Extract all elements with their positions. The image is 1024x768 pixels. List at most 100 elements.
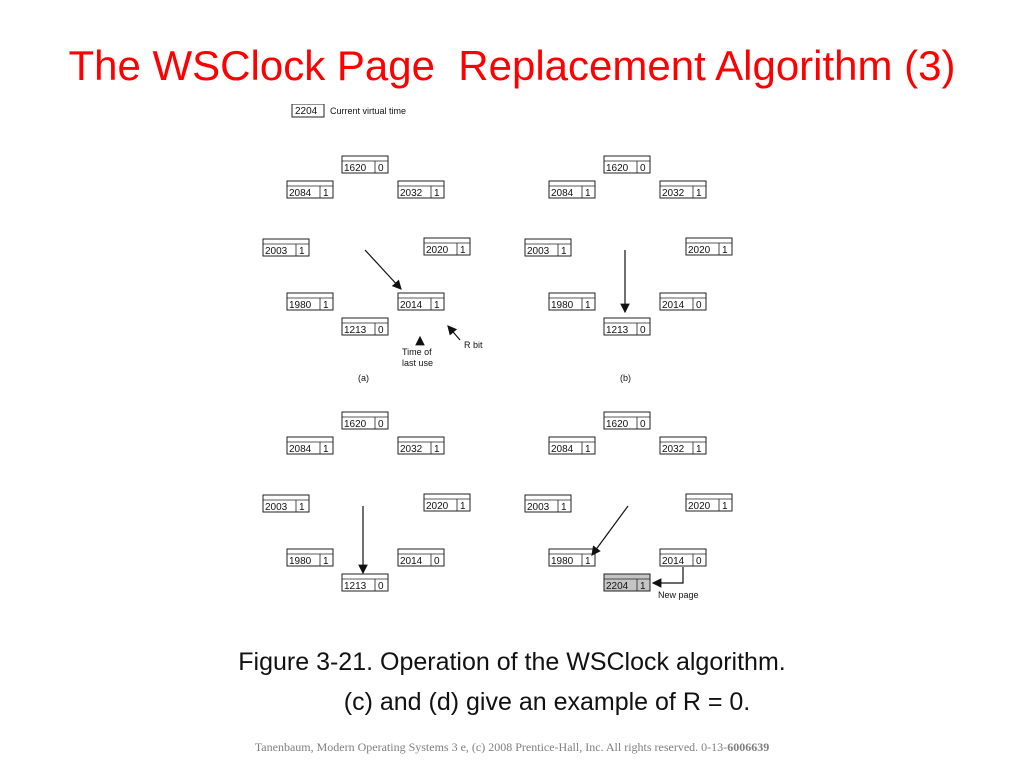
page-entry-5-rbit: 1 xyxy=(323,556,329,567)
page-entry-3-rbit: 0 xyxy=(434,556,440,567)
page-entry-2-rbit: 1 xyxy=(460,501,466,512)
page-entry-2-time: 2020 xyxy=(426,245,449,256)
r-bit-arrow xyxy=(447,325,461,341)
page-entry-0-rbit: 0 xyxy=(378,163,384,174)
page-entry-4-box xyxy=(341,317,389,336)
page-entry-6-rbit: 1 xyxy=(299,246,305,257)
copyright-footer: Tanenbaum, Modern Operating Systems 3 e,… xyxy=(0,740,1024,755)
time-of-last-use-label: Time of xyxy=(402,347,432,357)
page-entry-3-box xyxy=(397,548,445,567)
clock-hand-arrow xyxy=(364,249,402,290)
new-page-label: New page xyxy=(658,590,699,600)
page-entry-1-box xyxy=(397,436,445,455)
page-entry-7-time: 2084 xyxy=(289,444,312,455)
page-entry-7-box xyxy=(286,436,334,455)
page-entry-2-box xyxy=(685,493,733,512)
page-entry-4-time: 1213 xyxy=(344,325,367,336)
page-entry-0-box xyxy=(341,155,389,174)
page-entry-5-time: 1980 xyxy=(551,556,574,567)
page-entry-4-rbit: 0 xyxy=(640,325,646,336)
page-entry-7-rbit: 1 xyxy=(585,188,591,199)
page-entry-2-rbit: 1 xyxy=(722,501,728,512)
page-entry-2-time: 2020 xyxy=(426,501,449,512)
page-entry-2-box xyxy=(685,237,733,256)
page-entry-3-time: 2014 xyxy=(662,556,685,567)
figure-caption-line2: (c) and (d) give an example of R = 0. xyxy=(343,688,751,716)
page-entry-7-box xyxy=(548,180,596,199)
page-entry-5-box xyxy=(548,292,596,311)
page-entry-7-rbit: 1 xyxy=(323,444,329,455)
page-entry-4-time: 1213 xyxy=(606,325,629,336)
page-entry-1-rbit: 1 xyxy=(696,188,702,199)
page-entry-6-rbit: 1 xyxy=(299,502,305,513)
page-entry-5-time: 1980 xyxy=(551,300,574,311)
page-entry-5-rbit: 1 xyxy=(323,300,329,311)
panel-caption: (a) xyxy=(358,373,369,383)
page-entry-2-rbit: 1 xyxy=(722,245,728,256)
page-entry-7-rbit: 1 xyxy=(323,188,329,199)
page-entry-7-time: 2084 xyxy=(289,188,312,199)
page-entry-1-box xyxy=(659,436,707,455)
page-entry-5-rbit: 1 xyxy=(585,556,591,567)
page-entry-2-rbit: 1 xyxy=(460,245,466,256)
page-entry-4-time: 2204 xyxy=(606,581,629,592)
page-entry-7-box xyxy=(548,436,596,455)
page-entry-0-rbit: 0 xyxy=(640,163,646,174)
page-entry-0-time: 1620 xyxy=(606,419,629,430)
page-entry-0-box xyxy=(603,155,651,174)
page-entry-7-rbit: 1 xyxy=(585,444,591,455)
page-entry-1-rbit: 1 xyxy=(696,444,702,455)
page-entry-3-box xyxy=(397,292,445,311)
page-entry-3-rbit: 1 xyxy=(434,300,440,311)
page-entry-4-rbit: 1 xyxy=(640,581,646,592)
page-entry-0-box xyxy=(341,411,389,430)
page-entry-2-box xyxy=(423,493,471,512)
page-entry-3-time: 2014 xyxy=(400,556,423,567)
page-entry-0-box xyxy=(603,411,651,430)
page-entry-0-time: 1620 xyxy=(344,419,367,430)
time-of-last-use-label-2: last use xyxy=(402,358,433,368)
page-entry-0-rbit: 0 xyxy=(378,419,384,430)
page-entry-1-rbit: 1 xyxy=(434,444,440,455)
page-entry-6-box xyxy=(262,494,310,513)
page-entry-6-box xyxy=(524,238,572,257)
page-entry-2-time: 2020 xyxy=(688,245,711,256)
page-entry-1-box xyxy=(659,180,707,199)
page-entry-1-box xyxy=(397,180,445,199)
page-entry-3-time: 2014 xyxy=(400,300,423,311)
slide-title: The WSClock Page Replacement Algorithm (… xyxy=(68,42,956,89)
page-entry-5-time: 1980 xyxy=(289,556,312,567)
page-entry-0-time: 1620 xyxy=(606,163,629,174)
new-page-arrow xyxy=(651,567,684,588)
page-entry-6-rbit: 1 xyxy=(561,246,567,257)
page-entry-4-rbit: 0 xyxy=(378,581,384,592)
page-entry-3-box xyxy=(659,548,707,567)
footer-isbn: 6006639 xyxy=(727,740,770,754)
page-entry-5-box xyxy=(548,548,596,567)
page-entry-5-box xyxy=(286,292,334,311)
page-entry-6-time: 2003 xyxy=(265,246,288,257)
page-entry-7-time: 2084 xyxy=(551,188,574,199)
page-entry-4-rbit: 0 xyxy=(378,325,384,336)
page-entry-0-time: 1620 xyxy=(344,163,367,174)
page-entry-2-box xyxy=(423,237,471,256)
page-entry-1-rbit: 1 xyxy=(434,188,440,199)
page-entry-7-time: 2084 xyxy=(551,444,574,455)
r-bit-label: R bit xyxy=(464,340,483,350)
page-entry-3-time: 2014 xyxy=(662,300,685,311)
page-entry-1-time: 2032 xyxy=(662,188,685,199)
page-entry-5-rbit: 1 xyxy=(585,300,591,311)
current-time-value: 2204 xyxy=(295,106,318,117)
page-entry-3-rbit: 0 xyxy=(696,300,702,311)
page-entry-1-time: 2032 xyxy=(662,444,685,455)
footer-text: Tanenbaum, Modern Operating Systems 3 e,… xyxy=(254,740,728,754)
page-entry-4-box xyxy=(603,573,651,592)
page-entry-6-time: 2003 xyxy=(265,502,288,513)
page-entry-6-box xyxy=(262,238,310,257)
